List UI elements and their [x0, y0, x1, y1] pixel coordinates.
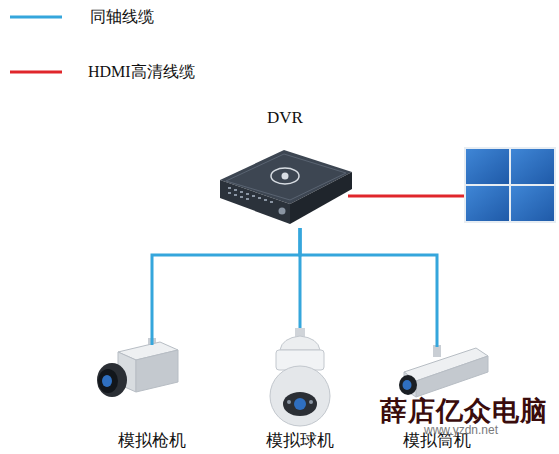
legend-line [10, 71, 62, 74]
node-label: DVR [218, 108, 352, 128]
node-label: 模拟枪机 [85, 431, 219, 451]
recorder-node: DVR [218, 108, 352, 228]
hdmi-cable [348, 195, 466, 198]
coax-cable [152, 228, 300, 345]
coax-cable [300, 228, 437, 347]
camera-node: 模拟球机 [240, 328, 360, 451]
legend-line [10, 16, 62, 19]
legend-text: 同轴线缆 [90, 7, 154, 27]
dome-camera [270, 328, 330, 426]
watermark-url: www.yzdn.net [424, 423, 498, 437]
camera-node: 模拟枪机 [85, 345, 219, 451]
bullet-camera [399, 345, 488, 397]
video-wall [464, 147, 556, 223]
node-label: 模拟球机 [240, 431, 360, 451]
dvr-device [220, 150, 352, 224]
legend-text: HDMI高清线缆 [88, 62, 195, 82]
gun-camera [97, 338, 178, 397]
